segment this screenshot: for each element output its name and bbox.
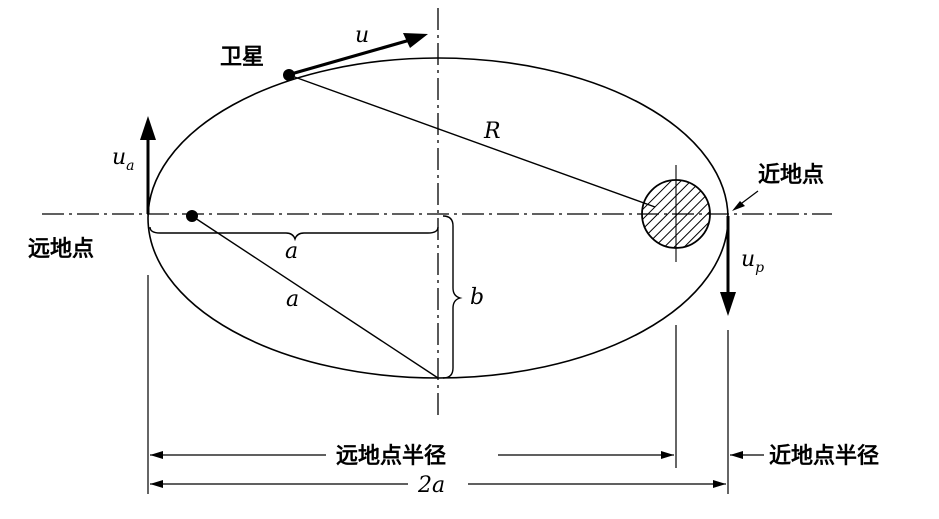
radius-symbol: R <box>483 119 501 144</box>
semi-major-symbol-upper: a <box>285 239 298 264</box>
perigee-label: 近地点 <box>758 162 824 188</box>
semi-minor-symbol: b <box>470 285 484 310</box>
perigee-pointer-head <box>732 201 745 211</box>
radius-line <box>288 74 656 208</box>
apogee-radius-label: 远地点半径 <box>336 443 446 469</box>
semi-minor-brace <box>442 215 463 379</box>
major-axis-symbol: 2a <box>417 473 445 498</box>
velocity-symbol: u <box>355 23 369 48</box>
apogee-velocity-arrowhead <box>140 116 156 140</box>
velocity-arrowhead <box>403 33 428 48</box>
apogee-label: 远地点 <box>28 236 94 262</box>
satellite-label: 卫星 <box>220 45 264 70</box>
major-axis-arrow-right <box>713 480 726 488</box>
perigee-velocity-symbol: up <box>741 247 764 276</box>
semi-major-symbol-lower: a <box>286 287 299 312</box>
velocity-vector <box>290 38 411 76</box>
satellite-dot <box>283 69 295 81</box>
apogee-velocity-symbol: ua <box>112 145 135 174</box>
perigee-radius-arrow <box>730 451 743 459</box>
focus-to-minor-vertex-line <box>191 215 439 379</box>
apogee-radius-arrow-right <box>661 451 674 459</box>
semi-major-brace <box>149 226 439 242</box>
major-axis-arrow-left <box>150 480 163 488</box>
perigee-radius-label: 近地点半径 <box>769 443 879 469</box>
perigee-velocity-arrowhead <box>720 292 736 316</box>
apogee-radius-arrow-left <box>150 451 163 459</box>
